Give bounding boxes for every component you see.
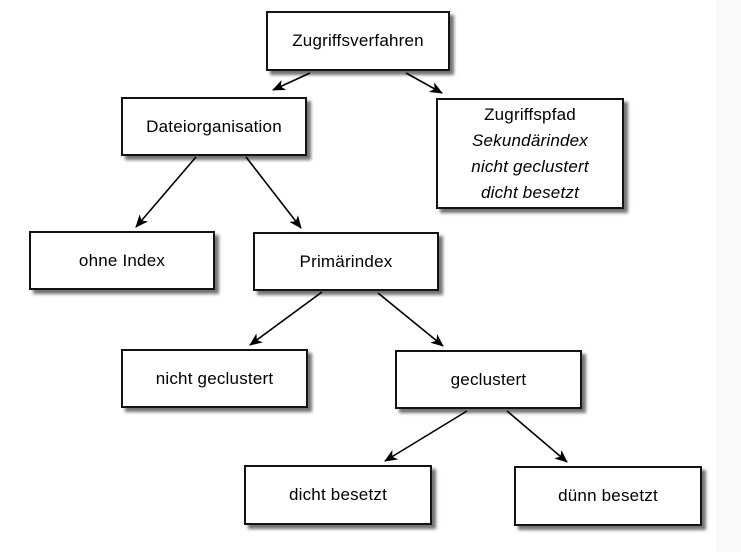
edge-dateiorganisation-primaerindex bbox=[245, 156, 302, 229]
edge-geclustert-duenn-besetzt bbox=[506, 410, 568, 463]
node-zugriffspfad: Zugriffspfad Sekundärindex nicht geclust… bbox=[436, 98, 624, 209]
edge-primaerindex-geclustert bbox=[377, 292, 444, 347]
edge-geclustert-dicht-besetzt bbox=[384, 410, 468, 462]
node-label: geclustert bbox=[450, 369, 527, 389]
node-label-line: dicht besetzt bbox=[480, 182, 580, 202]
node-zugriffsverfahren: Zugriffsverfahren bbox=[266, 11, 450, 71]
edge-dateiorganisation-ohne-index bbox=[135, 156, 197, 228]
node-geclustert: geclustert bbox=[395, 350, 582, 409]
edge-primaerindex-nicht-geclustert bbox=[249, 291, 323, 346]
node-label-line: Sekundärindex bbox=[471, 130, 588, 150]
node-dateiorganisation: Dateiorganisation bbox=[121, 97, 307, 156]
node-label: Zugriffsverfahren bbox=[292, 31, 424, 50]
node-ohne-index: ohne Index bbox=[29, 231, 215, 290]
node-label: nicht geclustert bbox=[155, 368, 274, 388]
node-label: dicht besetzt bbox=[288, 485, 388, 504]
edge-zugriffsverfahren-dateiorganisation bbox=[272, 72, 311, 91]
node-label: Dateiorganisation bbox=[146, 116, 282, 136]
node-label-line: Zugriffspfad bbox=[484, 104, 576, 124]
node-label-line: nicht geclustert bbox=[471, 156, 589, 176]
node-duenn-besetzt: dünn besetzt bbox=[514, 466, 702, 526]
node-label: ohne Index bbox=[78, 250, 166, 270]
edge-zugriffsverfahren-zugriffspfad bbox=[405, 72, 443, 94]
node-label: Primärindex bbox=[299, 251, 393, 271]
node-primaerindex: Primärindex bbox=[253, 232, 439, 291]
node-dicht-besetzt: dicht besetzt bbox=[244, 465, 432, 525]
node-nicht-geclustert: nicht geclustert bbox=[121, 349, 308, 408]
node-label: dünn besetzt bbox=[558, 486, 658, 505]
right-margin-strip bbox=[716, 0, 741, 552]
